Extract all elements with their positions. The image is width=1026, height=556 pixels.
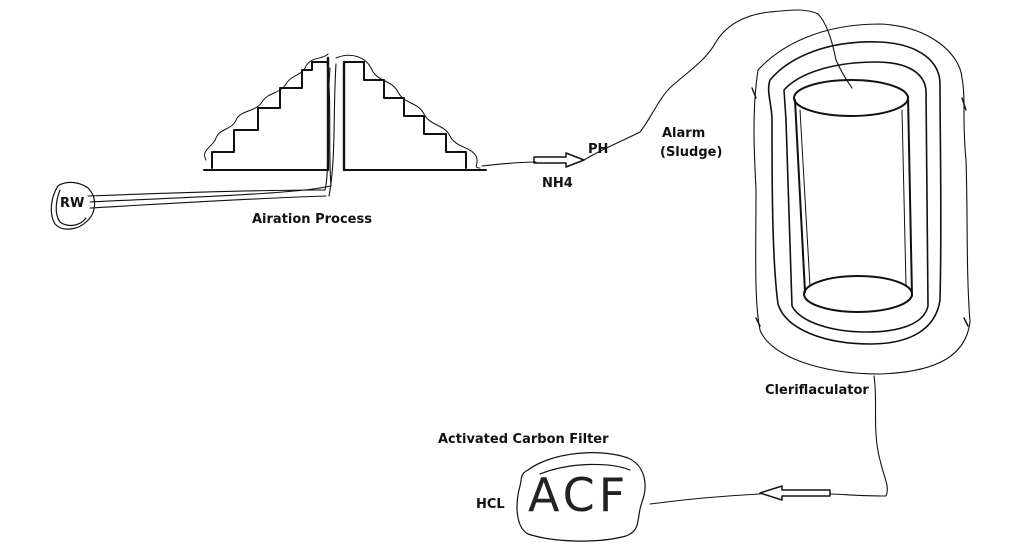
- clarifier-middle: [767, 41, 942, 345]
- cylinder-top: [793, 79, 909, 117]
- sludge-label: (Sludge): [660, 145, 723, 160]
- rw-label: RW: [60, 196, 85, 211]
- cylinder-shade: [799, 109, 907, 287]
- flow-arrow-2: [759, 485, 831, 501]
- acf-inlet: [649, 493, 761, 505]
- cylinder-bottom: [803, 275, 913, 313]
- rw-blob: [50, 181, 96, 230]
- inlet-pipe: [87, 185, 331, 209]
- aeration-wave-right: [335, 54, 481, 169]
- clarifier-outlet: [829, 375, 888, 497]
- acf-outline: [516, 452, 646, 542]
- cylinder-right: [907, 95, 913, 297]
- riser-pipe: [324, 61, 337, 197]
- clarifier-label: Cleriflaculator: [765, 383, 869, 398]
- alarm-label: Alarm: [662, 126, 706, 141]
- acf-title: Activated Carbon Filter: [438, 432, 609, 447]
- flow-arrow-1: [533, 152, 585, 168]
- aeration-label: Airation Process: [252, 212, 372, 227]
- clarifier-outer: [753, 23, 971, 375]
- aeration-wave-left: [204, 53, 329, 161]
- aeration-steps-left: [211, 61, 329, 169]
- cylinder-left: [794, 99, 806, 293]
- hcl-label: HCL: [476, 497, 505, 512]
- acf-mark: ACF: [528, 468, 630, 522]
- ph-label: PH: [588, 142, 609, 157]
- aeration-steps-right: [343, 61, 467, 169]
- outlet-pipe: [481, 161, 537, 167]
- nh4-label: NH4: [542, 176, 573, 191]
- clarifier-side-marks: [751, 87, 969, 327]
- clarifier-inner-frame: [783, 61, 929, 333]
- signal-line: [583, 9, 853, 161]
